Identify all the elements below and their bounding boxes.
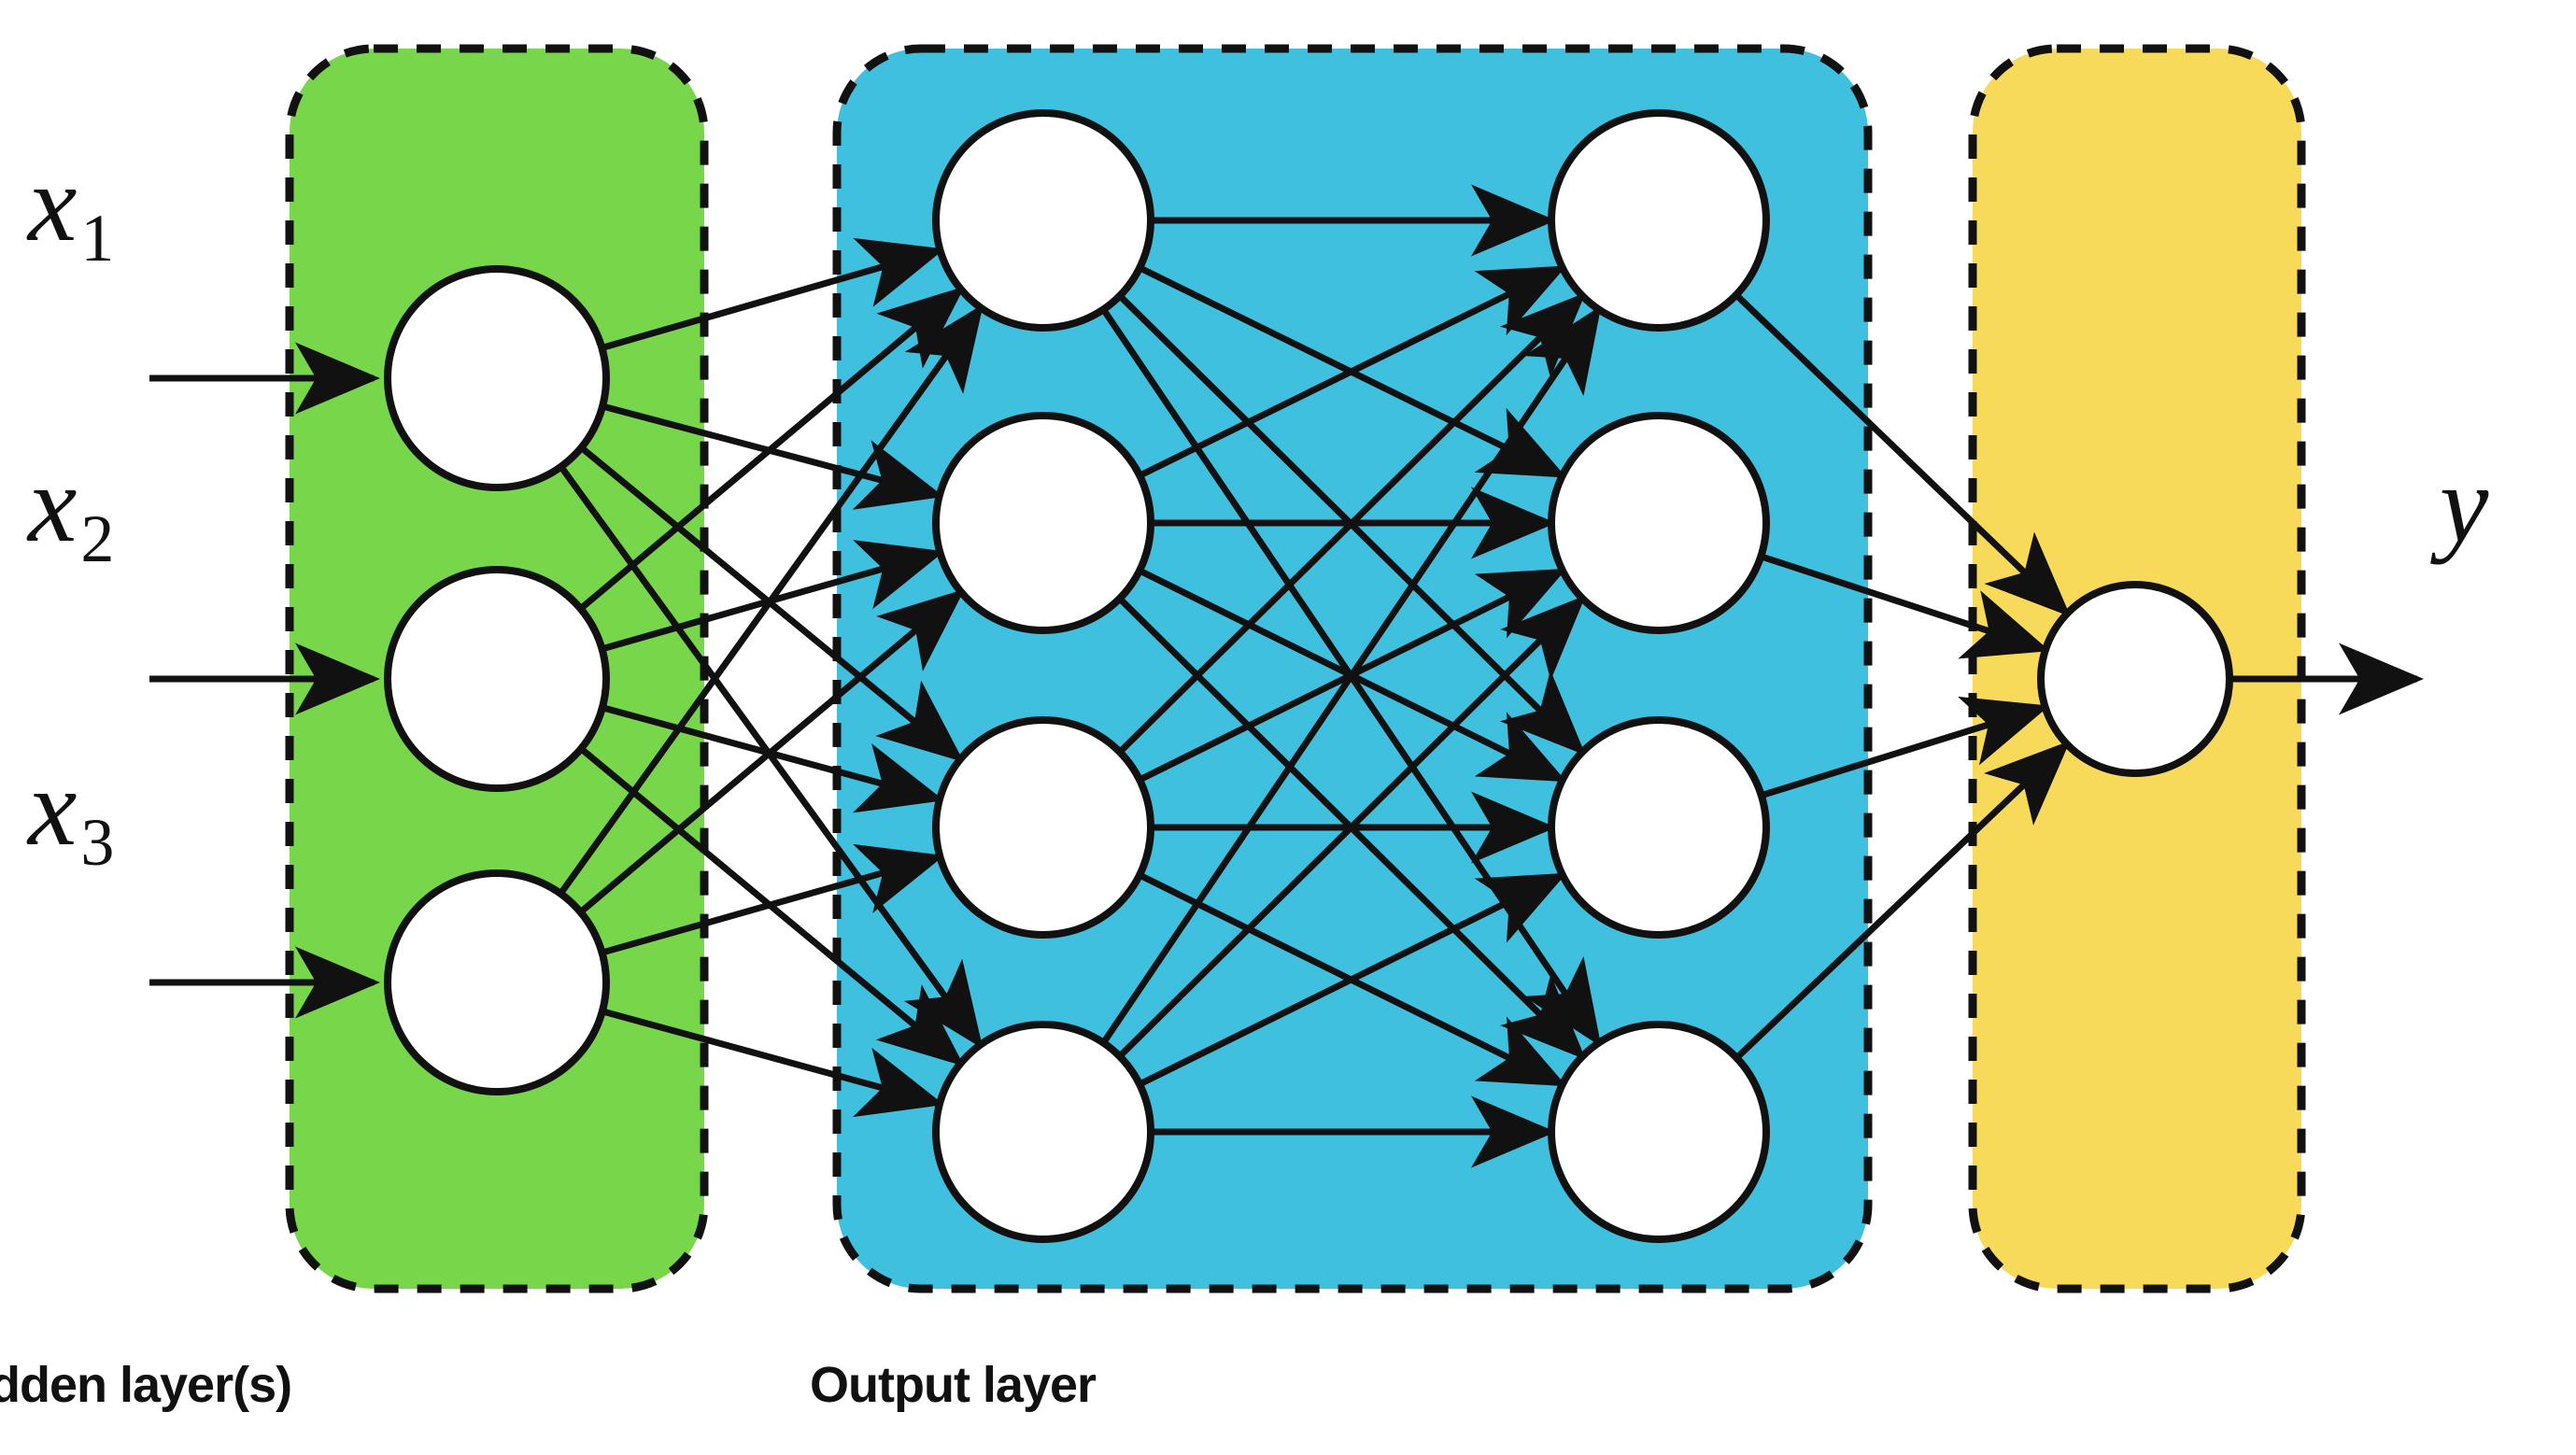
edge-input-to-hidden-1 [558, 304, 984, 896]
neuron-hidden-2-3[interactable] [1548, 716, 1770, 939]
input-label-x2-base: x [28, 443, 78, 565]
edge-hidden-1-to-hidden-2 [1117, 292, 1586, 755]
edge-hidden-2-to-output [1734, 292, 2071, 617]
neuron-hidden-1-1[interactable] [932, 109, 1154, 332]
neuron-output-1[interactable] [2037, 581, 2233, 777]
edge-hidden-1-to-hidden-2 [1138, 872, 1567, 1088]
neuron-hidden-2-1[interactable] [1548, 109, 1770, 332]
input-label-x3-subscript: 3 [80, 804, 115, 880]
edge-hidden-2-to-output [1760, 696, 2050, 799]
input-label-x2: x2 [28, 441, 114, 578]
input-label-x1: x1 [28, 140, 114, 277]
output-label-y-base: y [2440, 443, 2489, 565]
layer-caption-3: Output layer [810, 1357, 1097, 1413]
layer-caption-2: Hidden layer(s) [0, 1357, 292, 1413]
input-label-x2-subscript: 2 [80, 501, 115, 576]
neuron-hidden-1-2[interactable] [932, 412, 1154, 634]
edge-hidden-2-to-output [1734, 741, 2071, 1061]
edge-hidden-1-to-hidden-2 [1100, 305, 1602, 1045]
connection-edges [558, 184, 2071, 1168]
input-label-x1-subscript: 1 [80, 200, 115, 275]
neuron-input-3[interactable] [384, 869, 610, 1095]
edge-input-to-hidden-1 [601, 1008, 944, 1118]
input-label-x1-base: x [28, 142, 78, 264]
edge-hidden-1-to-hidden-2 [1138, 265, 1567, 479]
edge-hidden-2-to-output [1760, 553, 2050, 659]
neuron-nodes [384, 109, 2233, 1243]
output-label-y: y [2440, 441, 2488, 568]
edge-input-to-hidden-1 [601, 843, 945, 956]
io-arrows [149, 342, 2424, 1019]
neuron-hidden-2-2[interactable] [1548, 412, 1770, 634]
neuron-hidden-2-4[interactable] [1548, 1021, 1770, 1243]
neuron-hidden-1-3[interactable] [932, 716, 1154, 939]
input-label-x3: x3 [28, 744, 114, 882]
neuron-input-2[interactable] [384, 566, 610, 792]
edge-hidden-1-to-hidden-2 [1117, 595, 1586, 1059]
neuron-input-1[interactable] [384, 265, 610, 491]
edge-input-to-hidden-1 [578, 286, 965, 612]
neuron-hidden-1-4[interactable] [932, 1021, 1154, 1243]
input-label-x3-base: x [28, 746, 78, 869]
edge-input-to-hidden-1 [578, 588, 965, 915]
edge-input-to-hidden-1 [601, 237, 945, 351]
